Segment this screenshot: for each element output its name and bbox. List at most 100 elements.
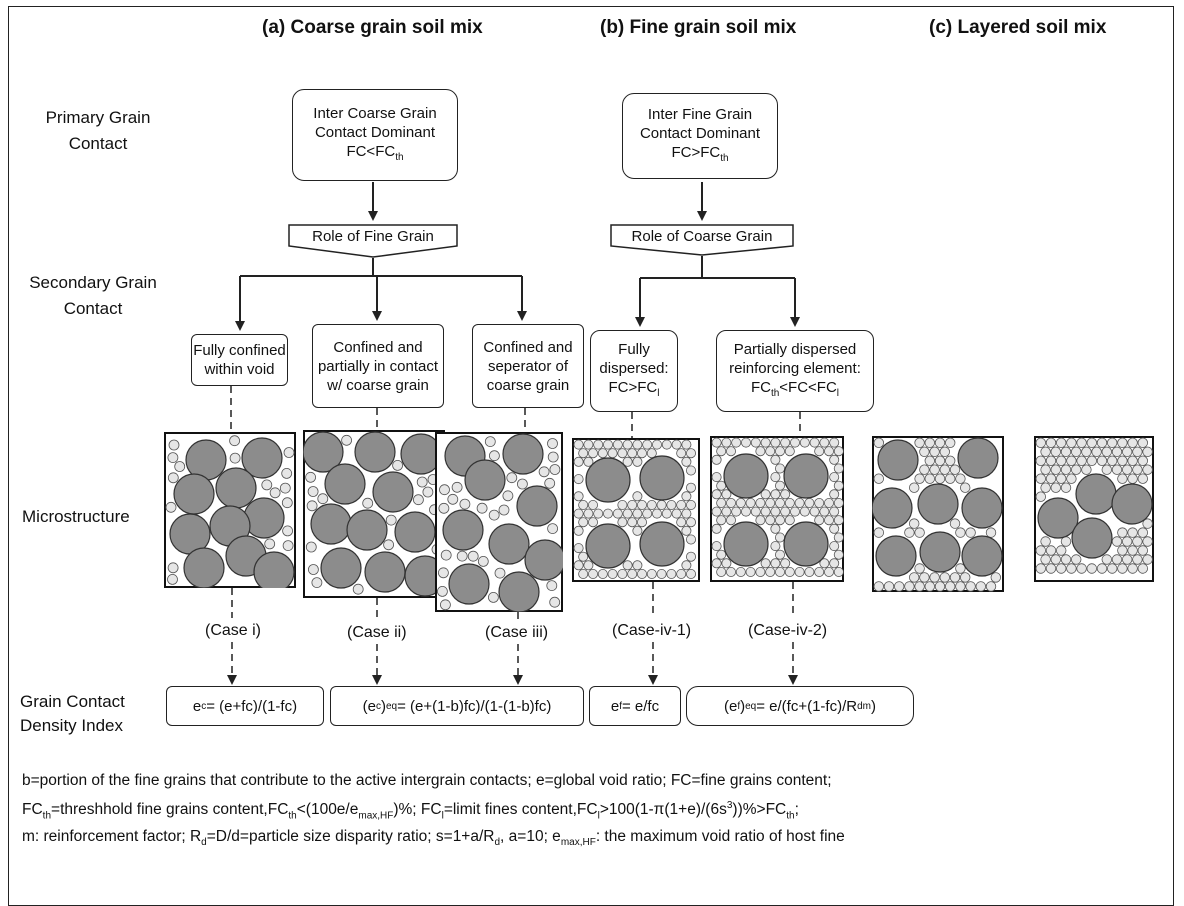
case-label-i: (Case i) xyxy=(205,622,262,639)
fine-grain xyxy=(780,489,791,500)
coarse-grain xyxy=(877,439,919,481)
fine-grain xyxy=(939,464,951,475)
fine-grain xyxy=(671,508,682,519)
fine-grain xyxy=(1127,473,1138,484)
fine-grain xyxy=(765,446,776,457)
row-label-microstructure: Microstructure xyxy=(22,507,130,526)
fine-grain xyxy=(1050,464,1062,475)
fine-grain xyxy=(627,448,638,459)
coarse-grain xyxy=(498,571,540,612)
fine-grain xyxy=(955,473,966,484)
fine-grain xyxy=(873,473,885,484)
fine-grain xyxy=(549,596,561,608)
coarse-grain xyxy=(324,463,366,505)
connector-lines xyxy=(227,182,801,685)
microstructure-case-iii xyxy=(435,432,563,612)
coarse-grain xyxy=(464,459,506,501)
fine-grain xyxy=(711,489,722,500)
fine-grain xyxy=(622,508,633,519)
row-label-secondary: Secondary Grain Contact xyxy=(18,270,168,322)
fine-grain xyxy=(824,515,835,526)
fine-grain xyxy=(686,482,697,493)
fine-grain xyxy=(546,580,558,592)
box-s1-line1: Fully confined xyxy=(193,342,286,359)
fine-grain xyxy=(1111,464,1123,475)
fine-grain xyxy=(959,482,971,493)
fine-grain xyxy=(165,501,177,513)
fine-grain xyxy=(1060,446,1072,458)
fine-grain xyxy=(755,515,766,526)
fine-grain xyxy=(1132,446,1143,458)
fine-grain xyxy=(1111,446,1123,458)
fine-grain xyxy=(814,515,825,526)
fine-grain xyxy=(873,437,885,449)
fine-grain xyxy=(484,436,496,448)
fine-grain xyxy=(1066,473,1077,484)
box-inter-fine-line1: Inter Fine Grain xyxy=(647,105,753,123)
fine-grain xyxy=(990,572,1002,583)
fine-grain xyxy=(819,437,830,448)
eq2-lhs: (e xyxy=(362,697,376,715)
fine-grain xyxy=(573,560,584,571)
fine-grain xyxy=(646,448,657,459)
coarse-grain xyxy=(783,453,829,499)
fine-grain xyxy=(681,525,692,536)
coarse-grain xyxy=(961,487,1003,529)
fine-grain xyxy=(547,438,558,449)
fine-grain xyxy=(809,437,820,448)
fine-grain xyxy=(1045,473,1057,484)
box-fully-confined-within-void: Fully confined within void xyxy=(191,334,288,386)
box-inter-coarse-line3-sub: th xyxy=(395,151,404,163)
fine-grain xyxy=(760,437,771,448)
box-inter-fine-line2: Contact Dominant xyxy=(639,124,761,142)
fine-grain xyxy=(477,555,489,567)
box-s4-line3-main: FC>FC xyxy=(608,378,658,396)
fine-grain xyxy=(929,464,940,475)
box-inter-coarse-line3: FC<FCth xyxy=(313,142,436,167)
fine-grain xyxy=(833,498,844,509)
fn2-b: =threshhold fine grains content,FC xyxy=(51,801,289,819)
fn3-c-sub: max,HF xyxy=(560,837,596,849)
fine-grain xyxy=(824,498,835,509)
fine-grain xyxy=(770,489,781,500)
coarse-grain xyxy=(303,431,344,473)
box-partially-dispersed-reinforcing: Partially dispersed reinforcing element:… xyxy=(716,330,874,412)
fine-grain xyxy=(547,523,558,534)
fine-grain xyxy=(814,498,825,509)
fine-grain xyxy=(804,566,815,577)
fine-grain xyxy=(1106,455,1118,467)
box-confined-seperator: Confined and seperator of coarse grain xyxy=(472,324,584,408)
coarse-grain xyxy=(723,521,769,567)
coarse-grain xyxy=(961,535,1003,577)
fine-grain xyxy=(716,566,727,577)
fine-grain xyxy=(1142,446,1153,458)
role-of-coarse-grain-shape xyxy=(610,224,794,256)
row-label-primary: Primary Grain Contact xyxy=(38,105,158,157)
microstructure-layered-2 xyxy=(1034,436,1154,582)
eq2-lhs2-sub: eq xyxy=(386,700,398,712)
fine-grain xyxy=(438,502,450,514)
fine-grain xyxy=(451,481,463,493)
fine-grain xyxy=(809,506,820,517)
fine-grain xyxy=(506,472,518,484)
fine-grain xyxy=(1086,563,1098,574)
fine-grain xyxy=(919,572,930,583)
fine-grain xyxy=(1142,554,1153,565)
microstructure-case-iv-2 xyxy=(710,436,844,582)
fine-grain xyxy=(775,566,786,577)
fine-grain xyxy=(1045,455,1057,467)
fine-grain xyxy=(587,517,598,528)
microstructure-case-ii xyxy=(303,430,445,598)
fine-grain xyxy=(934,455,946,467)
fn3-b: =D/d=particle size disparity ratio; s=1+… xyxy=(206,828,495,845)
fn2-e-sub: l xyxy=(597,810,600,822)
fine-grain xyxy=(765,515,776,526)
fine-grain xyxy=(909,518,920,529)
coarse-grain xyxy=(448,563,490,605)
fine-grain xyxy=(666,568,677,579)
fine-grain xyxy=(1127,563,1138,574)
fine-grain xyxy=(721,558,732,569)
coarse-grain xyxy=(783,521,829,567)
fine-grain xyxy=(1050,482,1062,493)
